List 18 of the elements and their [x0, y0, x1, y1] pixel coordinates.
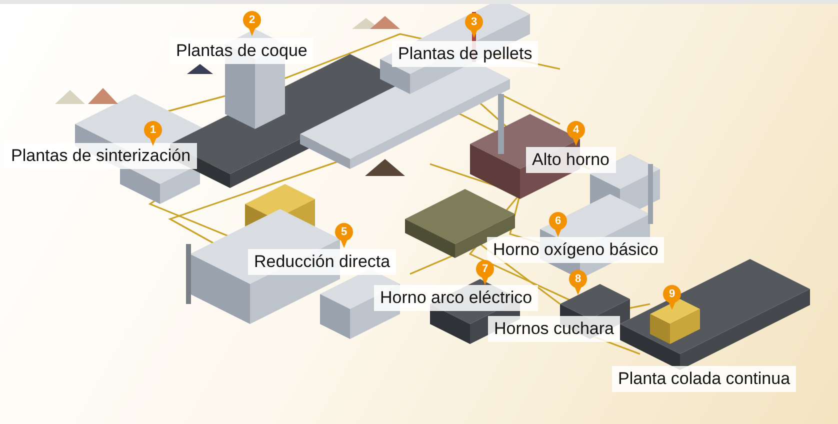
location-pin: 6	[549, 212, 567, 237]
plant-label: Horno arco eléctrico	[374, 285, 538, 311]
location-pin: 4	[567, 121, 585, 146]
plant-label: Planta colada continua	[612, 366, 796, 392]
location-pin: 3	[465, 13, 483, 38]
location-pin: 1	[144, 121, 162, 146]
plant-label: Reducción directa	[248, 249, 396, 275]
plant-label: Hornos cuchara	[488, 316, 620, 342]
plant-label: Plantas de coque	[170, 38, 314, 64]
plant-label: Plantas de sinterización	[5, 143, 197, 169]
location-pin: 7	[476, 260, 494, 285]
plant-label: Alto horno	[526, 147, 616, 173]
location-pin: 2	[243, 11, 261, 36]
location-pin: 8	[569, 270, 587, 295]
plant-label: Horno oxígeno básico	[487, 237, 664, 263]
location-pin: 9	[663, 285, 681, 310]
location-pin: 5	[335, 223, 353, 248]
plant-label: Plantas de pellets	[392, 41, 538, 67]
